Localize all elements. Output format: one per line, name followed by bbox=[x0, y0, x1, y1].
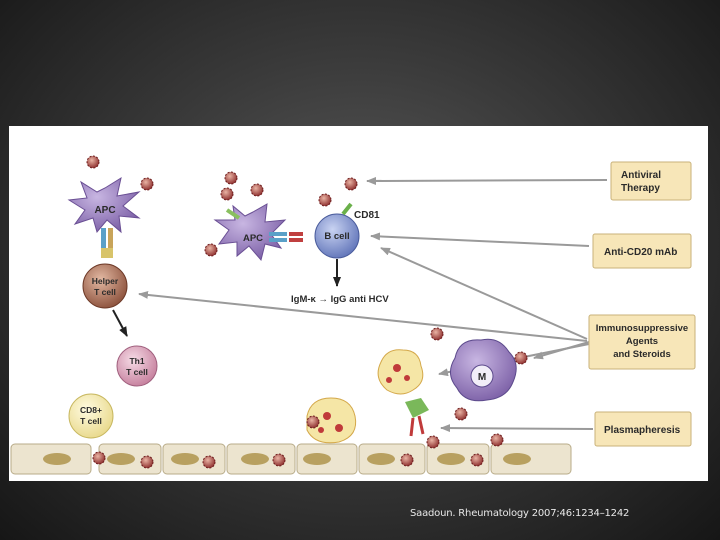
immuno-line3: and Steroids bbox=[613, 349, 671, 360]
immuno-to-bcell-arrow bbox=[380, 247, 588, 340]
helper-to-th1-arrow bbox=[112, 309, 128, 337]
apc-cell-2: APC bbox=[213, 203, 303, 262]
immune-complex-cells bbox=[306, 349, 429, 444]
anticd20-box: Anti-CD20 mAb bbox=[592, 233, 692, 269]
helper-line1: Helper bbox=[92, 276, 119, 286]
pathogenesis-figure: Antiviral Therapy Anti-CD20 mAb Immunosu… bbox=[9, 126, 708, 481]
antiviral-box: Antiviral Therapy bbox=[610, 161, 692, 201]
th1-line2: T cell bbox=[126, 367, 148, 377]
immuno-to-helper-arrow bbox=[138, 290, 588, 342]
th1-line1: Th1 bbox=[129, 356, 144, 366]
macrophage-label: M bbox=[478, 372, 486, 383]
antiviral-line2: Therapy bbox=[621, 183, 660, 194]
anticd20-arrow bbox=[370, 232, 590, 247]
plasmapheresis-box: Plasmapheresis bbox=[594, 411, 692, 447]
figure-canvas: Antiviral Therapy Anti-CD20 mAb Immunosu… bbox=[10, 155, 696, 475]
antiviral-line1: Antiviral bbox=[621, 170, 661, 181]
immuno-box: Immunosuppressive Agents and Steroids bbox=[588, 314, 696, 370]
apc2-label: APC bbox=[243, 233, 263, 244]
hcv-virions bbox=[86, 155, 528, 469]
cd8-line1: CD8+ bbox=[80, 405, 102, 415]
igm-igg-label: IgM-κ → IgG anti HCV bbox=[291, 294, 389, 305]
cd8-t-cell: CD8+ T cell bbox=[68, 393, 114, 439]
apc1-label: APC bbox=[94, 205, 115, 216]
cd8-line2: T cell bbox=[80, 416, 102, 426]
bcell-label: B cell bbox=[324, 231, 349, 242]
immuno-line1: Immunosuppressive bbox=[596, 323, 688, 334]
apc-cell-1: APC bbox=[67, 176, 141, 258]
cd81-receptor bbox=[341, 202, 353, 216]
plasmapheresis-label: Plasmapheresis bbox=[604, 425, 681, 436]
antiviral-arrow bbox=[366, 176, 608, 185]
macrophage: M bbox=[450, 338, 517, 402]
endothelium bbox=[10, 443, 572, 475]
anticd20-label: Anti-CD20 mAb bbox=[604, 247, 677, 258]
helper-line2: T cell bbox=[94, 287, 116, 297]
helper-t-cell: Helper T cell bbox=[82, 263, 128, 309]
b-cell: B cell CD81 bbox=[314, 202, 380, 259]
plasmapheresis-arrow bbox=[440, 424, 594, 433]
th1-t-cell: Th1 T cell bbox=[116, 345, 158, 387]
cd81-label: CD81 bbox=[354, 210, 380, 221]
immuno-line2: Agents bbox=[626, 336, 658, 347]
citation: Saadoun. Rheumatology 2007;46:1234–1242 bbox=[410, 508, 630, 519]
